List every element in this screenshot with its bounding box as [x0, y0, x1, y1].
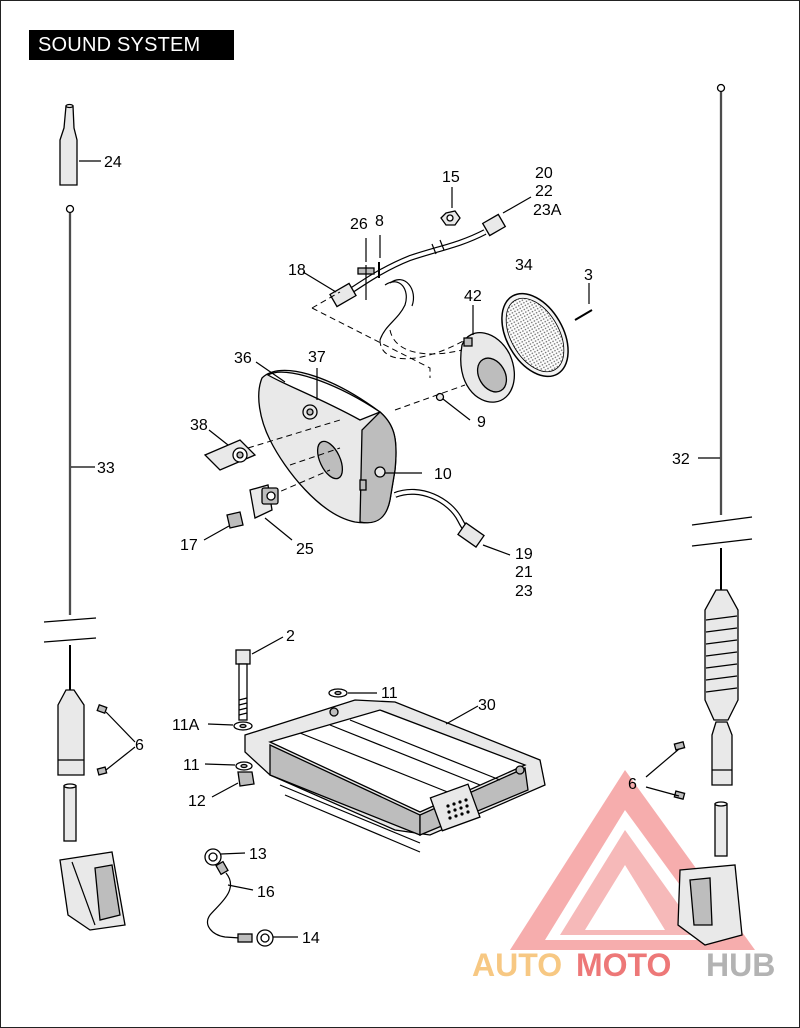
callout-11-top: 11	[381, 685, 398, 702]
callout-19: 19	[515, 546, 533, 563]
washer-11A	[233, 721, 253, 731]
antenna-mount-left	[59, 851, 126, 931]
washer-11-bottom	[235, 761, 253, 771]
nut-15	[440, 210, 461, 226]
speaker-grille-34	[501, 292, 569, 378]
callout-30: 30	[478, 697, 496, 714]
callout-33: 33	[97, 460, 115, 477]
antenna-stud-right	[714, 801, 728, 857]
amplifier-30	[244, 699, 546, 853]
callout-6-right: 6	[628, 776, 637, 793]
callout-13: 13	[249, 846, 267, 863]
screw-9	[435, 392, 445, 402]
clip-38	[203, 439, 257, 471]
screw-3	[574, 309, 593, 321]
callout-6-left: 6	[135, 737, 144, 754]
wiring-harness-18	[329, 213, 507, 341]
callout-23A: 23A	[533, 202, 562, 219]
knob-25	[249, 484, 279, 519]
speaker-housing-36	[258, 369, 397, 524]
tie-strap-26	[357, 265, 375, 300]
callout-36: 36	[234, 350, 252, 367]
callout-8: 8	[375, 213, 384, 230]
set-screws-6-right	[673, 741, 686, 800]
antenna-mast-33	[43, 204, 97, 690]
callout-22: 22	[535, 183, 553, 200]
antenna-ferrule-left	[57, 689, 108, 776]
washer-11-top	[328, 688, 348, 698]
clip-17	[226, 511, 244, 529]
callout-9: 9	[477, 414, 486, 431]
callout-26: 26	[350, 216, 368, 233]
ground-strap-16	[204, 848, 274, 947]
callout-3: 3	[584, 267, 593, 284]
watermark-moto: MOTO	[576, 947, 671, 983]
callout-17: 17	[180, 537, 198, 554]
antenna-cap-24	[59, 103, 78, 186]
callout-12: 12	[188, 793, 206, 810]
callout-16: 16	[257, 884, 275, 901]
antenna-mast-32	[691, 83, 753, 590]
callout-23: 23	[515, 583, 533, 600]
speaker-42	[460, 332, 515, 403]
callout-2: 2	[286, 628, 295, 645]
nut-12	[237, 771, 255, 787]
callout-10: 10	[434, 466, 452, 483]
callout-15: 15	[442, 169, 460, 186]
antenna-stud-left	[63, 783, 77, 842]
callout-38: 38	[190, 417, 208, 434]
callout-14: 14	[302, 930, 320, 947]
watermark-auto: AUTO	[472, 947, 562, 983]
callout-24: 24	[104, 154, 122, 171]
watermark-hub: HUB	[706, 947, 775, 983]
antenna-coil-right	[704, 589, 739, 786]
callout-20: 20	[535, 165, 553, 182]
callout-18: 18	[288, 262, 306, 279]
callout-21: 21	[515, 564, 533, 581]
callout-42: 42	[464, 288, 482, 305]
antenna-mount-right	[677, 864, 743, 946]
watermark-text: AUTO MOTO HUB	[472, 947, 775, 983]
callout-32: 32	[672, 451, 690, 468]
callout-25: 25	[296, 541, 314, 558]
callout-37: 37	[308, 349, 326, 366]
callout-34: 34	[515, 257, 533, 274]
page-title: SOUND SYSTEM	[29, 30, 234, 60]
callout-11-bottom: 11	[183, 757, 200, 774]
callout-11A: 11A	[172, 717, 200, 734]
speaker-cable-19	[393, 488, 485, 548]
bolt-2	[235, 649, 251, 721]
